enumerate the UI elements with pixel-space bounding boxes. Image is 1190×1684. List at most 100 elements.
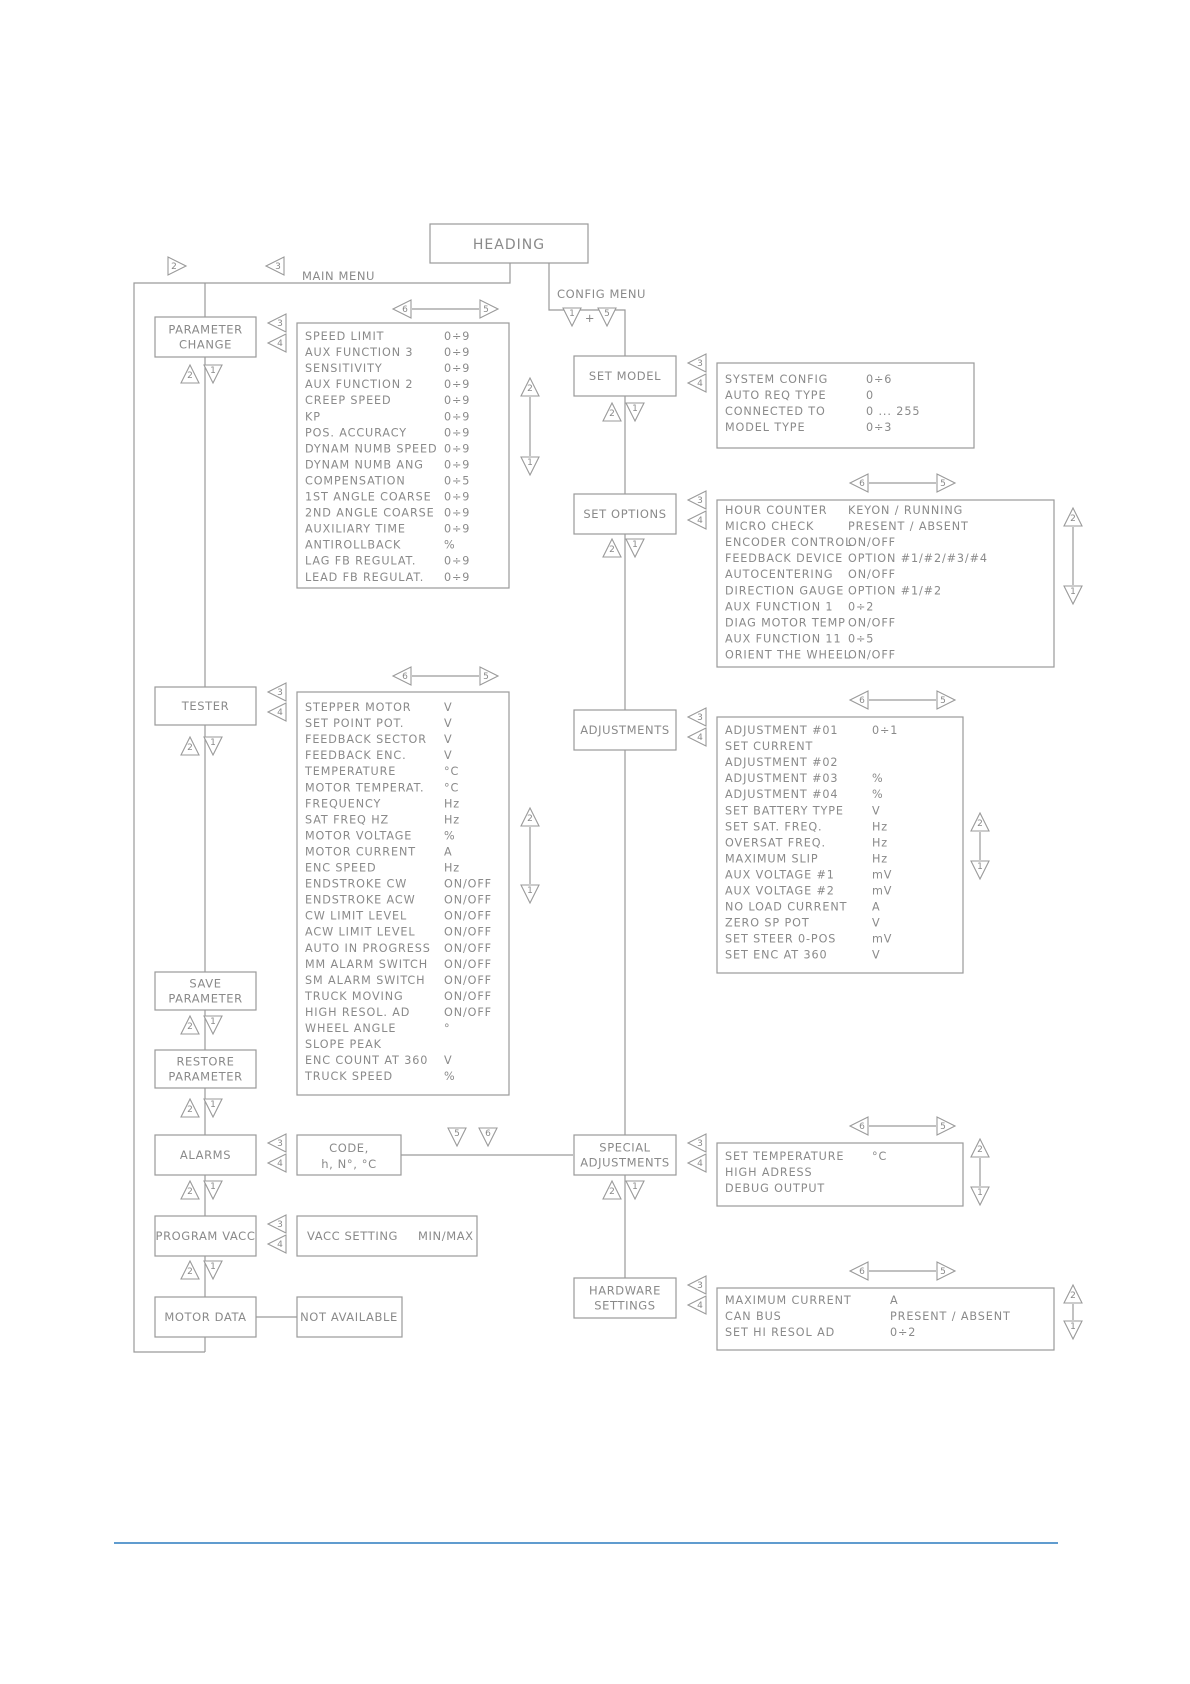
key-4-marker-icon bbox=[266, 333, 287, 353]
key-number: 5 bbox=[940, 1267, 946, 1277]
key-number: 3 bbox=[275, 262, 281, 272]
tester-list-item-value: Hz bbox=[444, 862, 460, 875]
key-number: 1 bbox=[210, 1182, 216, 1192]
adjustments-list-item-label: ZERO SP POT bbox=[725, 917, 810, 930]
heading-label: HEADING bbox=[473, 237, 545, 253]
set-options-list-item-label: ORIENT THE WHEEL bbox=[725, 648, 851, 661]
tester-list-item-value: ° bbox=[444, 1022, 451, 1035]
special-adjustments-label: ADJUSTMENTS bbox=[580, 1156, 670, 1170]
key-number: 2 bbox=[609, 545, 615, 555]
tester-list-item-label: FREQUENCY bbox=[305, 797, 381, 810]
tester-box[interactable] bbox=[154, 686, 257, 726]
set-options-label: SET OPTIONS bbox=[583, 507, 666, 521]
tester-list-item-label: ENC COUNT AT 360 bbox=[305, 1054, 428, 1067]
set-options-list-item-label: ENCODER CONTROL bbox=[725, 536, 852, 549]
tester-list-item-value: A bbox=[444, 845, 453, 858]
parameter-change-list-item-label: 1ST ANGLE COARSE bbox=[305, 491, 432, 504]
key-number: 2 bbox=[187, 1105, 193, 1115]
motor-data-box[interactable] bbox=[154, 1296, 257, 1338]
adjustments-list-item-label: SET ENC AT 360 bbox=[725, 949, 828, 962]
tester-list-item-label: AUTO IN PROGRESS bbox=[305, 942, 431, 955]
menu-boxes bbox=[154, 223, 1055, 1351]
set-model-list-panel bbox=[716, 362, 975, 449]
tester-list-item-value: ON/OFF bbox=[444, 1006, 492, 1019]
set-options-list-item-value: PRESENT / ABSENT bbox=[848, 520, 969, 533]
key-number: 3 bbox=[277, 319, 283, 329]
key-2-marker-icon bbox=[180, 1259, 200, 1280]
key-number: 1 bbox=[569, 309, 575, 319]
key-1-marker-icon bbox=[1063, 585, 1083, 606]
parameter-change-list-item-value: 0÷5 bbox=[444, 474, 470, 487]
key-number: 1 bbox=[632, 404, 638, 414]
special-adjustments-list-panel bbox=[716, 1142, 964, 1207]
tester-list-item-label: ENDSTROKE ACW bbox=[305, 894, 416, 907]
tester-list-item-label: MOTOR CURRENT bbox=[305, 845, 416, 858]
tester-list-item-value: ON/OFF bbox=[444, 894, 492, 907]
key-1-marker-icon bbox=[970, 1186, 990, 1207]
config-menu-label: CONFIG MENU bbox=[557, 287, 646, 301]
key-2-marker-icon bbox=[520, 376, 540, 397]
adjustments-box[interactable] bbox=[573, 709, 677, 751]
parameter-change-list-item-label: LEAD FB REGULAT. bbox=[305, 571, 424, 584]
key-number: 2 bbox=[1070, 1291, 1076, 1301]
adjustments-list-item-label: ADJUSTMENT #01 bbox=[725, 724, 838, 737]
restore-parameter-box[interactable] bbox=[154, 1049, 257, 1089]
key-number: 2 bbox=[609, 1187, 615, 1197]
adjustments-list-item-label: ADJUSTMENT #02 bbox=[725, 756, 838, 769]
adjustments-list-item-label: AUX VOLTAGE #1 bbox=[725, 868, 835, 881]
adjustments-list-item-value: 0÷1 bbox=[872, 724, 898, 737]
adjustments-list-item-value: mV bbox=[872, 885, 892, 898]
key-3-marker-icon bbox=[686, 1275, 707, 1295]
parameter-change-list-item-label: POS. ACCURACY bbox=[305, 426, 407, 439]
restore-parameter-label: RESTORE bbox=[176, 1055, 234, 1069]
alarms-label: ALARMS bbox=[180, 1148, 231, 1162]
key-number: 4 bbox=[277, 1240, 283, 1250]
key-2-marker-icon bbox=[602, 1179, 622, 1200]
key-2-marker-icon bbox=[520, 806, 540, 827]
key-6-marker-icon bbox=[848, 1116, 869, 1136]
set-model-list-item-label: CONNECTED TO bbox=[725, 405, 826, 418]
adjustments-list-item-value: Hz bbox=[872, 820, 888, 833]
parameter-change-box[interactable] bbox=[154, 316, 257, 358]
key-number: 3 bbox=[697, 1139, 703, 1149]
key-number: 1 bbox=[527, 458, 533, 468]
tester-list-item-label: ACW LIMIT LEVEL bbox=[305, 926, 416, 939]
adjustments-list-item-label: NO LOAD CURRENT bbox=[725, 901, 847, 914]
parameter-change-list-item-value: 0÷9 bbox=[444, 555, 470, 568]
tester-list-item-value: ON/OFF bbox=[444, 958, 492, 971]
set-model-list-item-label: AUTO REQ TYPE bbox=[725, 389, 826, 402]
key-2-marker-icon bbox=[180, 735, 200, 756]
key-5-marker-icon bbox=[936, 473, 957, 493]
save-parameter-box[interactable] bbox=[154, 971, 257, 1011]
adjustments-list-item-value: % bbox=[872, 788, 884, 801]
set-options-list-item-value: OPTION #1/#2/#3/#4 bbox=[848, 552, 988, 565]
parameter-change-list-item-value: 0÷9 bbox=[444, 426, 470, 439]
alarms-code-label: h, N°, °C bbox=[321, 1157, 376, 1171]
adjustments-list-item-label: ADJUSTMENT #03 bbox=[725, 772, 838, 785]
special-adjustments-box[interactable] bbox=[573, 1134, 677, 1176]
key-number: 1 bbox=[977, 1188, 983, 1198]
adjustments-list-item-label: OVERSAT FREQ. bbox=[725, 836, 826, 849]
parameter-change-list-item-label: SENSITIVITY bbox=[305, 362, 383, 375]
key-2-marker-icon bbox=[1063, 506, 1083, 527]
parameter-change-list-item-value: 0÷9 bbox=[444, 491, 470, 504]
parameter-change-list-item-value: 0÷9 bbox=[444, 507, 470, 520]
not-available-box bbox=[296, 1296, 403, 1338]
hardware-settings-box[interactable] bbox=[573, 1277, 677, 1319]
key-number: 4 bbox=[697, 1301, 703, 1311]
set-model-box[interactable] bbox=[573, 355, 677, 397]
key-2-marker-icon bbox=[970, 811, 990, 832]
key-number: 1 bbox=[1070, 587, 1076, 597]
parameter-change-list-item-label: SPEED LIMIT bbox=[305, 330, 384, 343]
set-options-box[interactable] bbox=[573, 493, 677, 535]
key-4-marker-icon bbox=[266, 1234, 287, 1254]
key-3-marker-icon bbox=[686, 707, 707, 727]
set-options-list-item-value: ON/OFF bbox=[848, 568, 896, 581]
set-options-list-item-label: AUX FUNCTION 11 bbox=[725, 632, 841, 645]
alarms-box[interactable] bbox=[154, 1134, 257, 1176]
program-vacc-box[interactable] bbox=[154, 1215, 257, 1257]
key-5-marker-icon bbox=[936, 690, 957, 710]
key-3-marker-icon bbox=[266, 313, 287, 333]
tester-list-item-label: FEEDBACK SECTOR bbox=[305, 733, 427, 746]
key-3-marker-icon bbox=[686, 1133, 707, 1153]
